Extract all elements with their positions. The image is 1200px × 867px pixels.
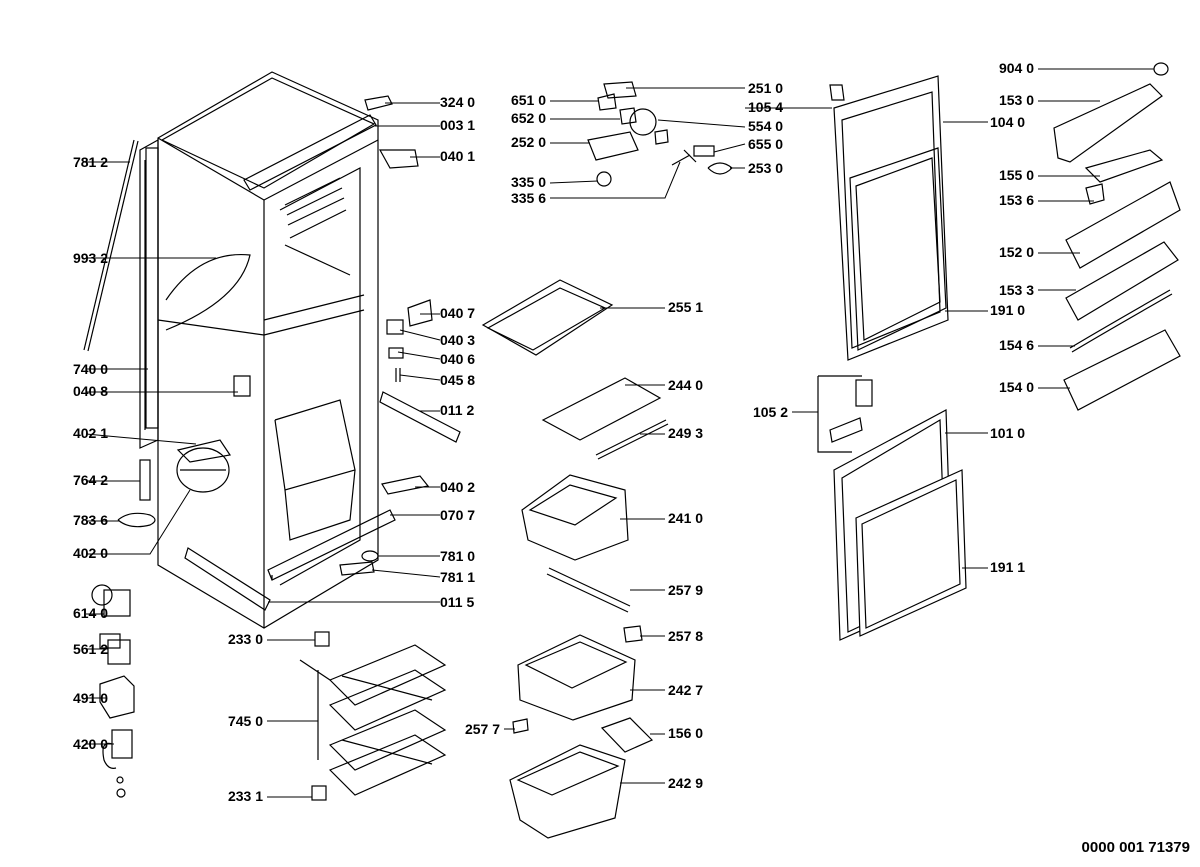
part-label: 154 6 — [999, 337, 1034, 353]
diagram-id: 0000 001 71379 — [1081, 839, 1190, 856]
leader-line — [549, 180, 599, 184]
part-label: 764 2 — [73, 472, 108, 488]
part-label: 491 0 — [73, 690, 108, 706]
part-label: 651 0 — [511, 92, 546, 108]
leader-line — [713, 143, 746, 153]
part-label: 003 1 — [440, 117, 475, 133]
part-label: 252 0 — [511, 134, 546, 150]
part-labels: 324 0 003 1 040 1 781 2 993 2 040 7 040 3 040 6… — [73, 60, 1034, 804]
part-label: 105 2 — [753, 404, 788, 420]
part-label: 244 0 — [668, 377, 703, 393]
part-label: 257 8 — [668, 628, 703, 644]
part-label: 242 9 — [668, 775, 703, 791]
part-label: 040 8 — [73, 383, 108, 399]
part-label: 402 1 — [73, 425, 108, 441]
part-label: 241 0 — [668, 510, 703, 526]
cabinet-drawing — [83, 71, 396, 629]
part-label: 324 0 — [440, 94, 475, 110]
part-label: 781 2 — [73, 154, 108, 170]
part-label: 045 8 — [440, 372, 475, 388]
part-label: 040 2 — [440, 479, 475, 495]
part-label: 155 0 — [999, 167, 1034, 183]
part-label: 040 1 — [440, 148, 475, 164]
part-label: 253 0 — [748, 160, 783, 176]
part-label: 070 7 — [440, 507, 475, 523]
door-parts — [817, 75, 967, 641]
part-label: 101 0 — [990, 425, 1025, 441]
leader-line — [85, 433, 197, 445]
part-label: 191 1 — [990, 559, 1025, 575]
part-label: 242 7 — [668, 682, 703, 698]
shelves-and-drawers — [481, 279, 669, 839]
part-label: 153 0 — [999, 92, 1034, 108]
part-label: 249 3 — [668, 425, 703, 441]
thermostat-parts — [587, 81, 733, 187]
leader-lines — [85, 68, 1154, 798]
part-label: 781 0 — [440, 548, 475, 564]
part-label: 153 3 — [999, 282, 1034, 298]
part-label: 904 0 — [999, 60, 1034, 76]
leader-line — [399, 374, 441, 381]
part-label: 156 0 — [668, 725, 703, 741]
part-label: 153 6 — [999, 192, 1034, 208]
leader-line — [657, 119, 746, 128]
leader-line — [399, 329, 441, 341]
part-label: 335 6 — [511, 190, 546, 206]
part-label: 402 0 — [73, 545, 108, 561]
part-label: 257 9 — [668, 582, 703, 598]
leader-line — [550, 161, 681, 199]
wire-shelves — [299, 631, 447, 801]
part-label: 040 7 — [440, 305, 475, 321]
part-label: 255 1 — [668, 299, 703, 315]
part-label: 191 0 — [990, 302, 1025, 318]
drawings — [83, 62, 1181, 839]
door-shelves — [1053, 62, 1181, 411]
part-label: 152 0 — [999, 244, 1034, 260]
part-label: 105 4 — [748, 99, 783, 115]
part-label: 740 0 — [73, 361, 108, 377]
part-label: 233 0 — [228, 631, 263, 647]
part-label: 614 0 — [73, 605, 108, 621]
part-label: 257 7 — [465, 721, 500, 737]
leader-line — [397, 351, 441, 360]
part-label: 993 2 — [73, 250, 108, 266]
part-label: 104 0 — [990, 114, 1025, 130]
part-label: 233 1 — [228, 788, 263, 804]
part-label: 781 1 — [440, 569, 475, 585]
part-label: 655 0 — [748, 136, 783, 152]
part-label: 554 0 — [748, 118, 783, 134]
part-label: 040 6 — [440, 351, 475, 367]
leader-line — [86, 489, 191, 555]
part-label: 251 0 — [748, 80, 783, 96]
part-label: 335 0 — [511, 174, 546, 190]
leader-line — [371, 569, 441, 578]
part-label: 561 2 — [73, 641, 108, 657]
part-label: 783 6 — [73, 512, 108, 528]
part-label: 652 0 — [511, 110, 546, 126]
part-label: 011 2 — [440, 402, 474, 418]
part-label: 420 0 — [73, 736, 108, 752]
part-label: 154 0 — [999, 379, 1034, 395]
part-label: 040 3 — [440, 332, 475, 348]
part-label: 745 0 — [228, 713, 263, 729]
cabinet-small-parts — [117, 95, 461, 611]
part-label: 011 5 — [440, 594, 474, 610]
